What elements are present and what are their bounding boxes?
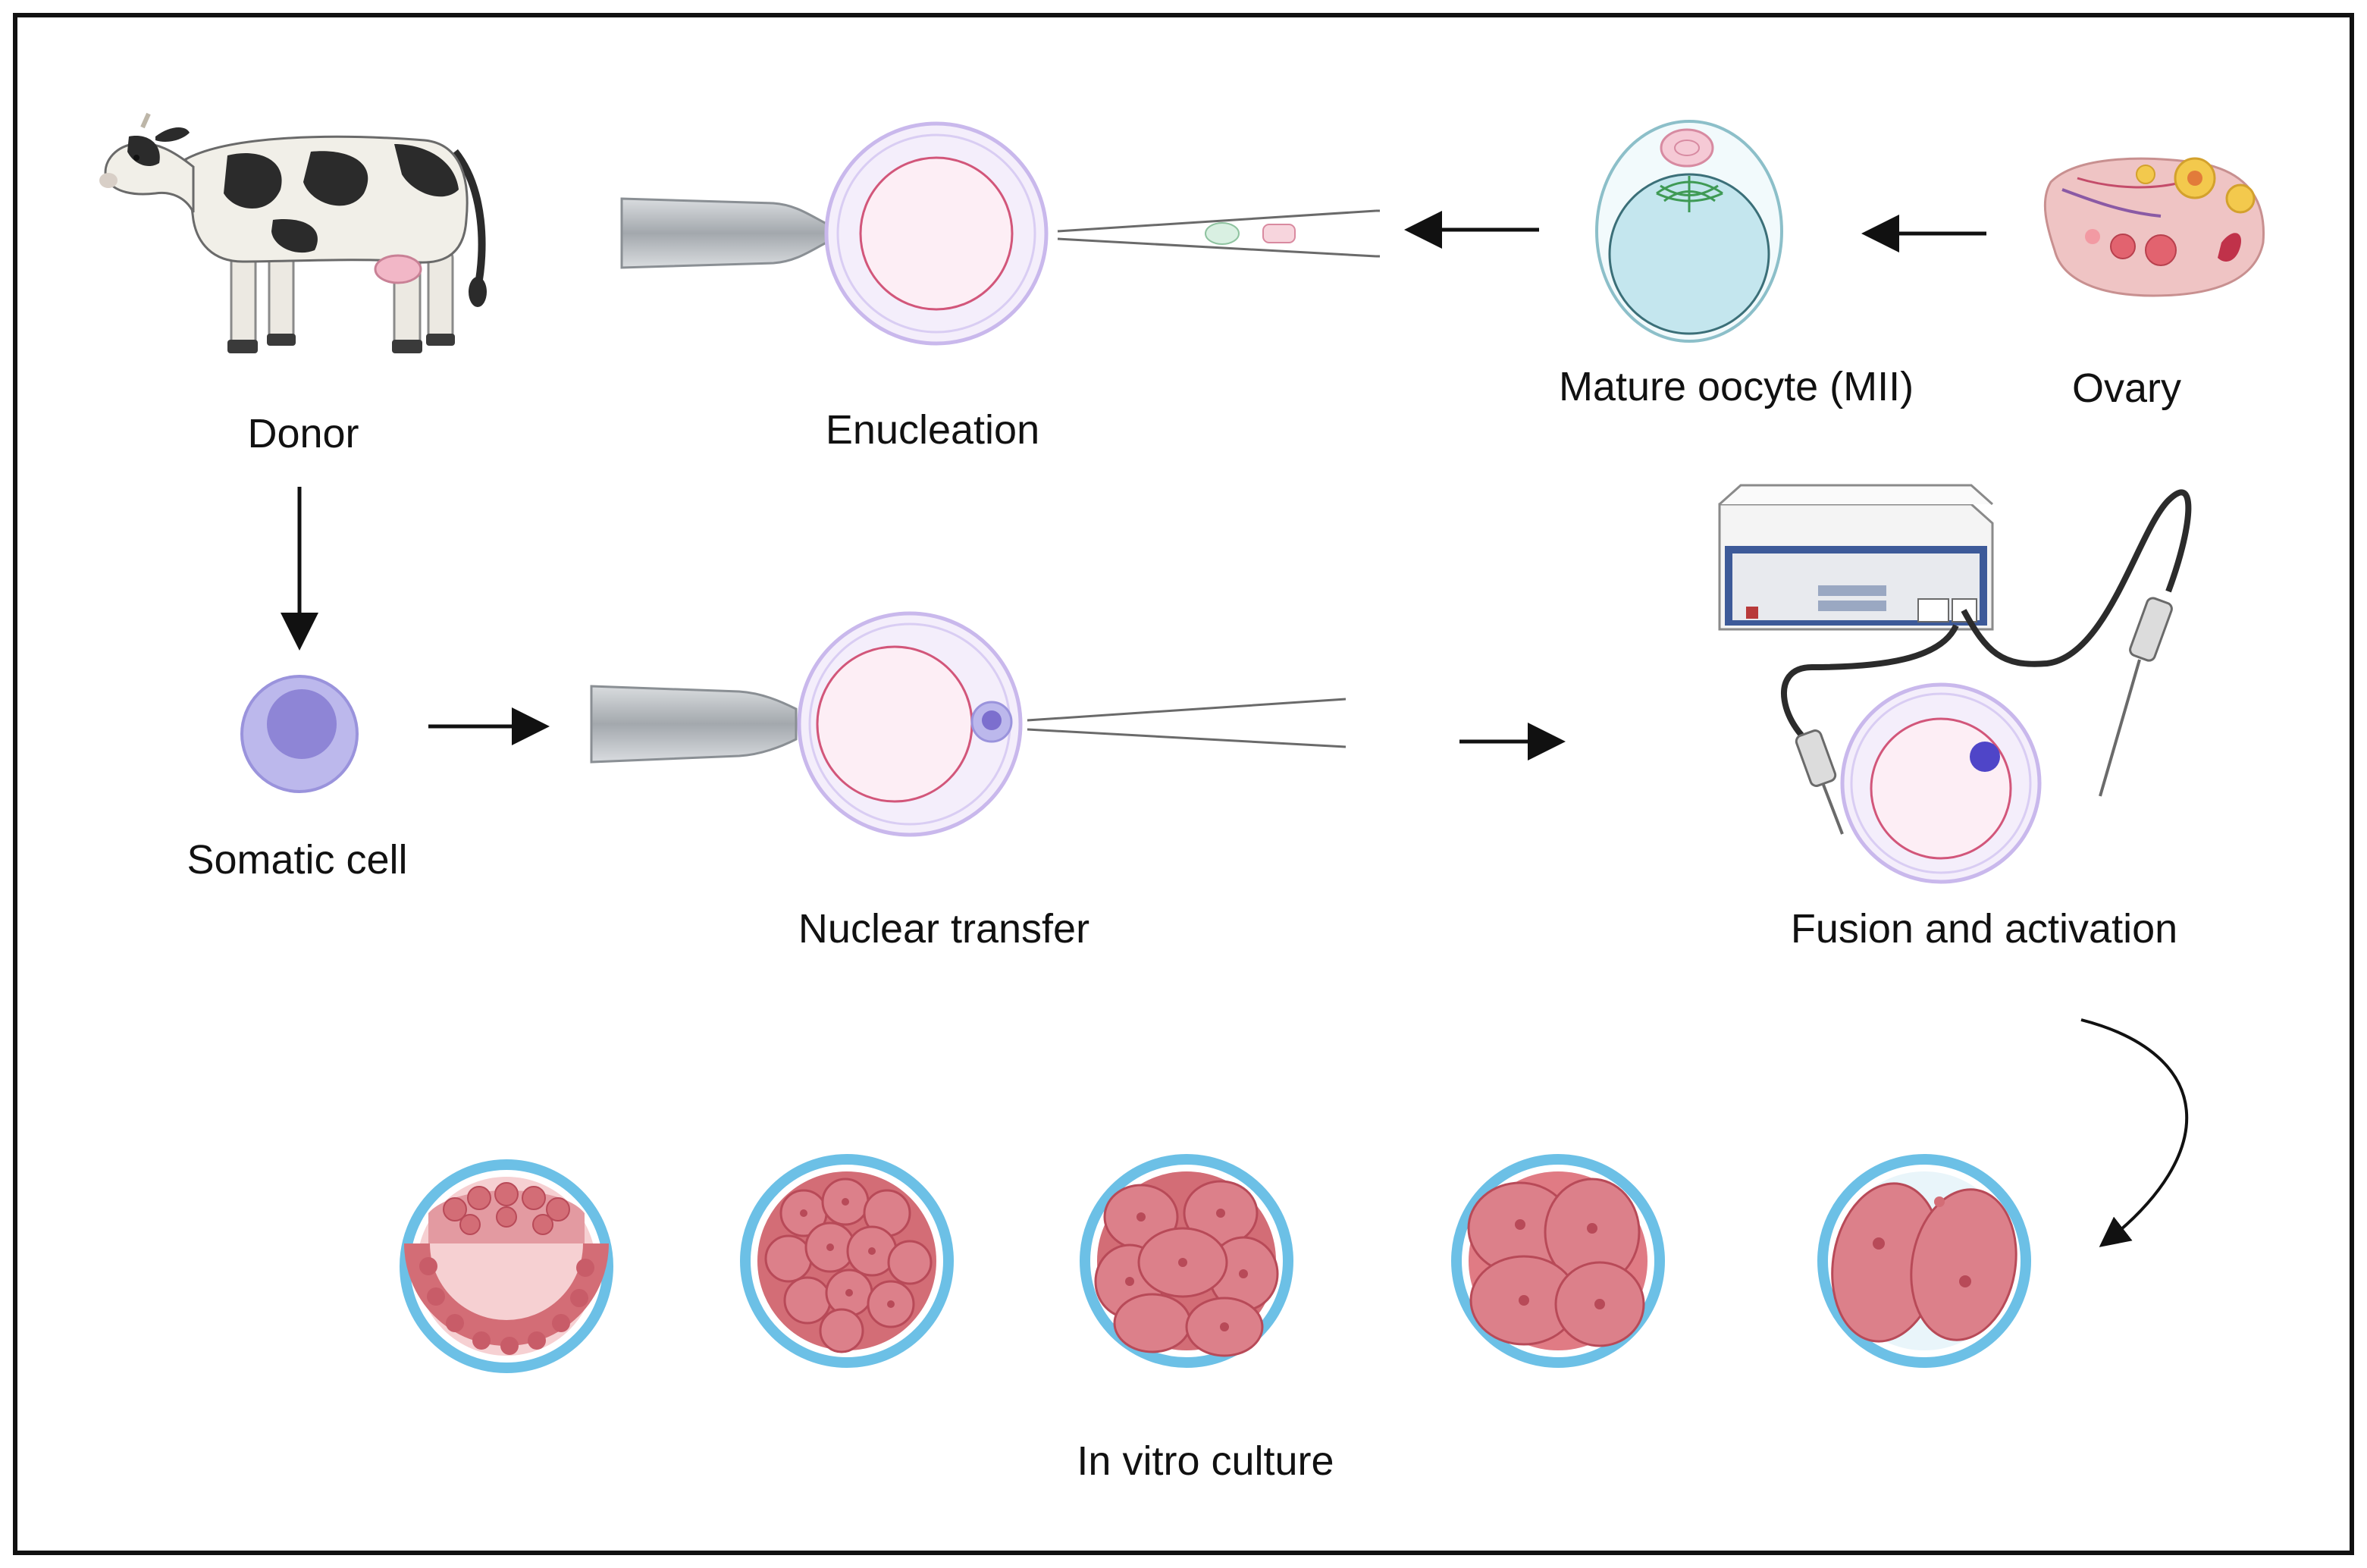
label-ovary: Ovary [2072,365,2181,411]
spindle-icon [1656,176,1723,212]
embryo-4-cell [1451,1154,1665,1368]
embryo-2-cell [1817,1154,2031,1368]
donor-cow-illustration [99,112,487,353]
label-nuclear-transfer: Nuclear transfer [798,906,1089,952]
label-fusion-activation: Fusion and activation [1791,906,2177,952]
somatic-cell-illustration [240,675,359,793]
label-in-vitro-culture: In vitro culture [1077,1438,1334,1484]
fusion-activation-illustration [1718,484,2192,884]
label-enucleation: Enucleation [826,407,1039,453]
label-somatic-cell: Somatic cell [187,837,407,883]
embryo-morula [740,1154,954,1368]
label-mature-oocyte: Mature oocyte (MII) [1559,364,1914,409]
arrow-fusion-to-culture [2080,1018,2189,1247]
electrode-icon [1795,597,2173,835]
nuclear-transfer-illustration [590,611,1347,837]
embryo-blastocyst [400,1159,613,1373]
enucleation-illustration [620,121,1380,346]
label-donor: Donor [247,411,359,456]
ovary-illustration [2043,157,2265,297]
embryo-8-cell [1080,1154,1293,1368]
mature-oocyte-illustration [1595,120,1783,343]
